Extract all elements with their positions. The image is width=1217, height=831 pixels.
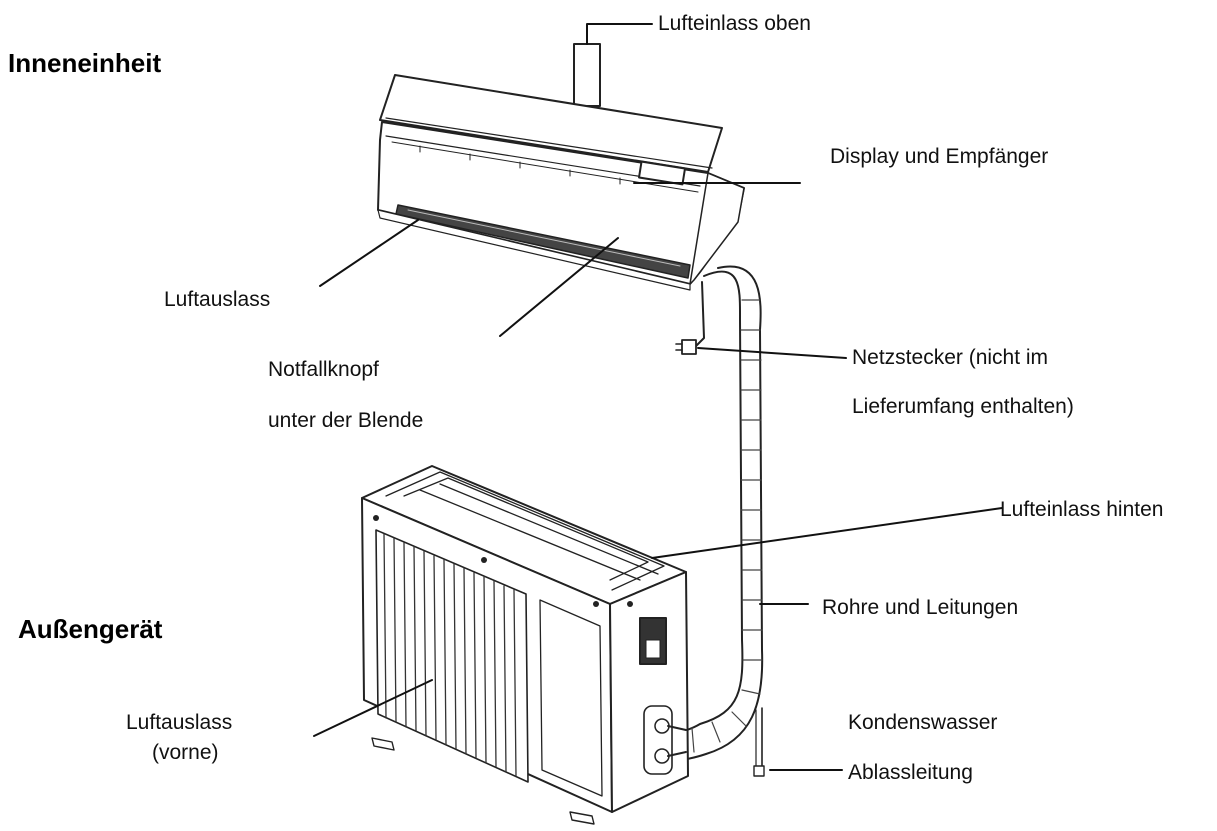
power-plug xyxy=(681,339,697,355)
label-condensate-1: Kondenswasser xyxy=(848,711,998,734)
label-air-outlet-front-1: Luftauslass xyxy=(126,711,233,734)
label-emergency-button-1: Notfallknopf xyxy=(268,358,379,381)
label-emergency-button-2: unter der Blende xyxy=(268,409,424,432)
grille-bars xyxy=(383,533,517,777)
label-air-outlet-indoor: Luftauslass xyxy=(164,288,271,311)
label-display-receiver: Display und Empfänger xyxy=(830,145,1049,168)
label-condensate-2: Ablassleitung xyxy=(848,761,973,784)
outdoor-side xyxy=(609,571,689,813)
label-air-outlet-front-2: (vorne) xyxy=(152,741,219,764)
outdoor-unit xyxy=(361,465,689,825)
label-air-inlet-top: Lufteinlass oben xyxy=(658,12,811,35)
indoor-unit xyxy=(377,43,745,291)
label-power-plug-1: Netzstecker (nicht im xyxy=(852,346,1049,369)
heading-outdoor-unit: Außengerät xyxy=(18,614,163,644)
indoor-air-outlet xyxy=(395,204,691,279)
label-air-inlet-rear: Lufteinlass hinten xyxy=(1000,498,1164,521)
display-module xyxy=(638,160,686,186)
top-inlet-duct xyxy=(573,43,601,107)
pipe-bundle xyxy=(671,265,765,777)
heading-indoor-unit: Inneneinheit xyxy=(8,48,162,78)
valve-panel xyxy=(643,705,673,775)
power-cord xyxy=(675,281,705,355)
label-power-plug-2: Lieferumfang enthalten) xyxy=(852,395,1074,418)
label-pipes-cables: Rohre und Leitungen xyxy=(822,596,1019,619)
leader-lines xyxy=(313,23,1003,771)
